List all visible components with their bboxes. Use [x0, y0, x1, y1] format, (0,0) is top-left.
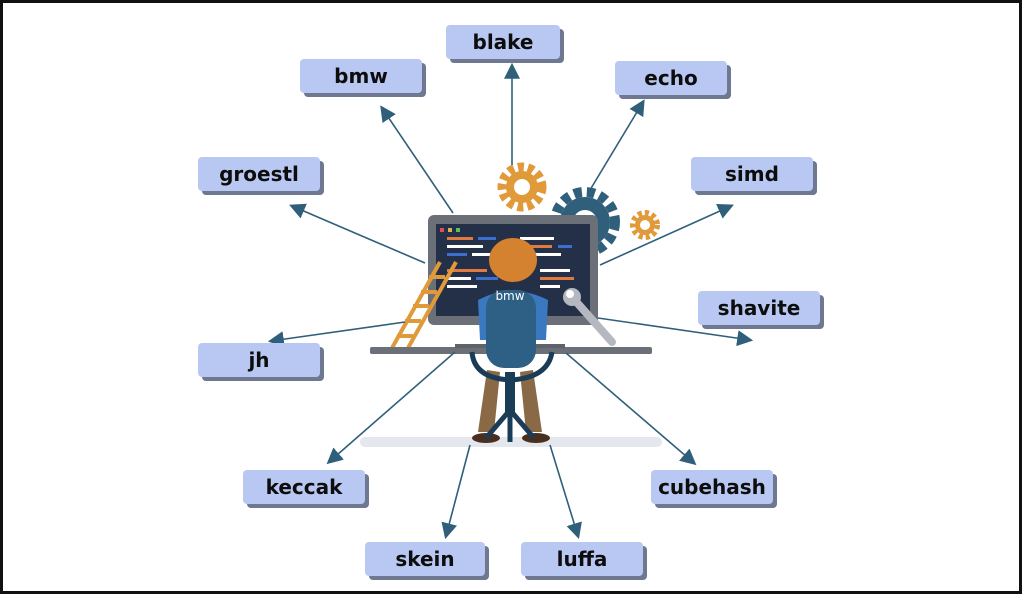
node-simd: simd	[691, 157, 813, 191]
arrows	[267, 62, 754, 540]
arrow-to-jh	[267, 321, 406, 348]
arrow-to-groestl	[289, 203, 426, 264]
arrow-to-skein	[441, 444, 471, 540]
arrow-to-simd	[599, 203, 734, 266]
arrow-to-luffa	[549, 444, 582, 540]
arrow-to-bmw	[380, 105, 454, 214]
office-chair-illustration	[469, 290, 555, 442]
arrow-to-shavite	[597, 317, 754, 347]
node-echo: echo	[615, 61, 727, 95]
node-groestl: groestl	[198, 157, 320, 191]
orange-gear-large-icon	[497, 162, 547, 212]
node-bmw: bmw	[300, 59, 422, 93]
arrow-to-keccak	[326, 351, 456, 465]
center-label: bmw	[495, 289, 525, 303]
orange-gear-small-icon	[630, 210, 660, 240]
node-jh: jh	[198, 343, 320, 377]
ladder-illustration	[390, 261, 458, 349]
node-shavite: shavite	[698, 291, 820, 325]
node-cubehash: cubehash	[651, 470, 773, 504]
code-lines	[447, 237, 574, 288]
node-luffa: luffa	[521, 542, 643, 576]
wrench-icon	[563, 288, 616, 346]
node-skein: skein	[365, 542, 485, 576]
arrow-to-cubehash	[565, 352, 697, 466]
arrow-to-echo	[589, 99, 645, 191]
node-blake: blake	[446, 25, 560, 59]
node-keccak: keccak	[243, 470, 365, 504]
